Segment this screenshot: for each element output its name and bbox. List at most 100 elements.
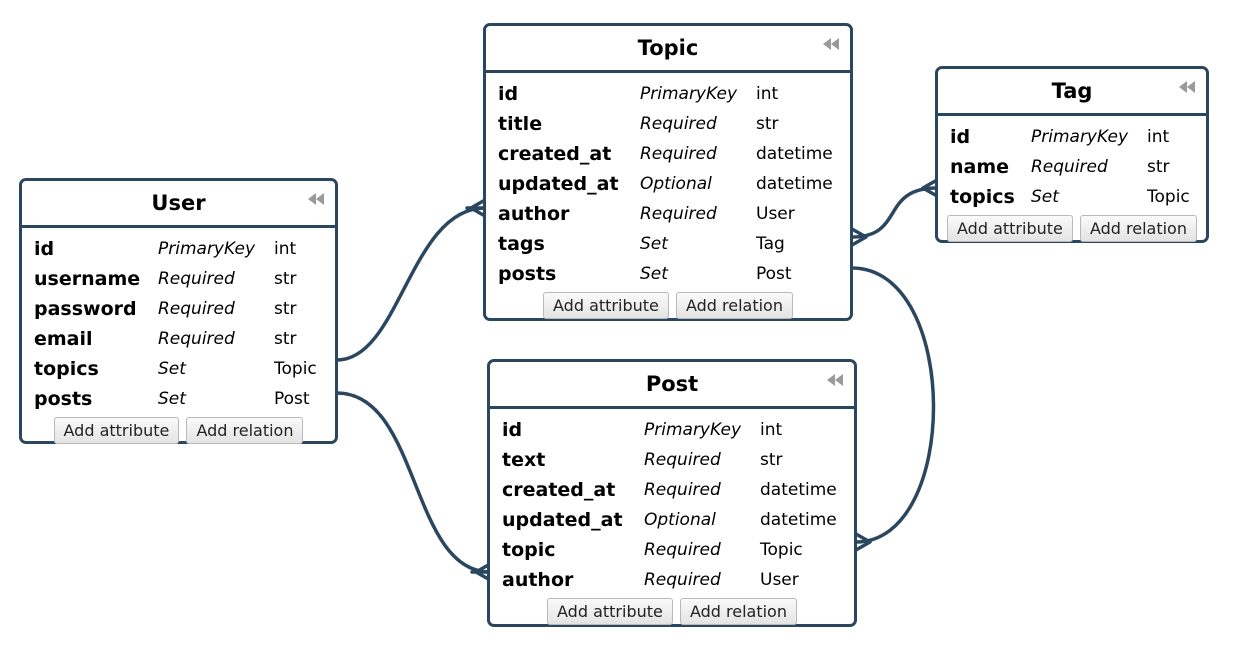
attribute-kind: Set: [158, 359, 186, 379]
attribute-name: email: [34, 328, 93, 350]
attribute-kind: PrimaryKey: [640, 84, 738, 104]
entity-tag[interactable]: Tag id PrimaryKey int name Required str …: [935, 66, 1209, 243]
attribute-name: topics: [950, 186, 1015, 208]
relation-line-topic-posts: [850, 266, 936, 544]
attribute-row[interactable]: tags Set Tag: [498, 229, 838, 259]
attribute-row[interactable]: email Required str: [34, 324, 323, 354]
entity-actions: Add attribute Add relation: [938, 212, 1206, 242]
attribute-row[interactable]: id PrimaryKey int: [34, 234, 323, 264]
attribute-kind: Required: [644, 450, 721, 470]
attribute-kind: PrimaryKey: [1031, 127, 1129, 147]
attribute-kind: PrimaryKey: [644, 420, 742, 440]
attribute-name: title: [498, 113, 543, 135]
attribute-kind: Required: [158, 269, 235, 289]
crows-foot-icon: [850, 227, 868, 247]
attribute-list: id PrimaryKey int text Required str crea…: [490, 409, 854, 595]
entity-post[interactable]: Post id PrimaryKey int text Required str…: [487, 359, 857, 627]
attribute-type: Post: [756, 264, 792, 284]
attribute-name: tags: [498, 233, 545, 255]
add-attribute-button[interactable]: Add attribute: [543, 292, 669, 319]
entity-name: User: [151, 191, 206, 215]
attribute-row[interactable]: posts Set Post: [498, 259, 838, 289]
attribute-name: posts: [34, 388, 93, 410]
attribute-row[interactable]: id PrimaryKey int: [950, 122, 1194, 152]
attribute-type: datetime: [760, 510, 837, 530]
attribute-type: Topic: [1147, 187, 1190, 207]
entity-title: User: [22, 181, 335, 228]
attribute-kind: Optional: [644, 510, 716, 530]
collapse-icon[interactable]: [1178, 77, 1196, 97]
attribute-kind: Required: [644, 480, 721, 500]
attribute-type: Topic: [760, 540, 803, 560]
attribute-kind: Required: [158, 329, 235, 349]
attribute-type: User: [756, 204, 795, 224]
attribute-row[interactable]: name Required str: [950, 152, 1194, 182]
attribute-row[interactable]: updated_at Optional datetime: [498, 169, 838, 199]
collapse-icon[interactable]: [822, 34, 840, 54]
attribute-kind: Required: [158, 299, 235, 319]
attribute-kind: Set: [640, 234, 668, 254]
entity-title: Post: [490, 362, 854, 409]
attribute-type: datetime: [756, 174, 833, 194]
add-relation-button[interactable]: Add relation: [186, 417, 304, 444]
attribute-name: id: [950, 126, 971, 148]
attribute-kind: Set: [158, 389, 186, 409]
attribute-row[interactable]: topics Set Topic: [950, 182, 1194, 212]
attribute-row[interactable]: password Required str: [34, 294, 323, 324]
attribute-row[interactable]: author Required User: [498, 199, 838, 229]
attribute-row[interactable]: id PrimaryKey int: [498, 79, 838, 109]
add-attribute-button[interactable]: Add attribute: [53, 417, 180, 444]
attribute-type: str: [756, 114, 779, 134]
add-relation-button[interactable]: Add relation: [1079, 215, 1197, 242]
attribute-name: id: [502, 419, 523, 441]
attribute-name: username: [34, 268, 141, 290]
attribute-type: str: [274, 269, 297, 289]
attribute-row[interactable]: posts Set Post: [34, 384, 323, 414]
attribute-name: id: [498, 83, 519, 105]
attribute-row[interactable]: created_at Required datetime: [502, 475, 842, 505]
attribute-list: id PrimaryKey int title Required str cre…: [486, 73, 850, 289]
add-relation-button[interactable]: Add relation: [675, 292, 793, 319]
attribute-type: int: [274, 239, 297, 259]
collapse-icon[interactable]: [307, 189, 325, 209]
relation-line-user-posts: [335, 391, 492, 574]
attribute-row[interactable]: text Required str: [502, 445, 842, 475]
entity-title: Tag: [938, 69, 1206, 116]
entity-topic[interactable]: Topic id PrimaryKey int title Required s…: [483, 23, 853, 321]
attribute-row[interactable]: username Required str: [34, 264, 323, 294]
attribute-row[interactable]: updated_at Optional datetime: [502, 505, 842, 535]
entity-actions: Add attribute Add relation: [490, 595, 854, 625]
attribute-row[interactable]: author Required User: [502, 565, 842, 595]
attribute-row[interactable]: title Required str: [498, 109, 838, 139]
attribute-kind: Required: [644, 540, 721, 560]
relation-line-user-topics: [335, 206, 487, 362]
attribute-kind: Required: [640, 144, 717, 164]
entity-actions: Add attribute Add relation: [486, 289, 850, 319]
entity-user[interactable]: User id PrimaryKey int username Required…: [19, 178, 338, 444]
attribute-row[interactable]: topic Required Topic: [502, 535, 842, 565]
attribute-kind: Required: [640, 114, 717, 134]
attribute-row[interactable]: id PrimaryKey int: [502, 415, 842, 445]
attribute-name: id: [34, 238, 55, 260]
attribute-type: str: [1147, 157, 1170, 177]
attribute-type: Topic: [274, 359, 317, 379]
collapse-icon[interactable]: [826, 370, 844, 390]
attribute-type: int: [756, 84, 779, 104]
attribute-type: Tag: [756, 234, 785, 254]
entity-name: Post: [645, 372, 699, 396]
attribute-row[interactable]: created_at Required datetime: [498, 139, 838, 169]
attribute-name: password: [34, 298, 137, 320]
attribute-name: created_at: [498, 143, 612, 165]
attribute-name: created_at: [502, 479, 616, 501]
attribute-list: id PrimaryKey int username Required str …: [22, 228, 335, 414]
attribute-kind: Required: [1031, 157, 1108, 177]
add-attribute-button[interactable]: Add attribute: [947, 215, 1073, 242]
entity-name: Topic: [637, 36, 699, 60]
attribute-row[interactable]: topics Set Topic: [34, 354, 323, 384]
add-relation-button[interactable]: Add relation: [679, 598, 797, 625]
attribute-kind: Required: [644, 570, 721, 590]
add-attribute-button[interactable]: Add attribute: [547, 598, 673, 625]
attribute-name: author: [502, 569, 574, 591]
attribute-kind: Required: [640, 204, 717, 224]
attribute-name: topic: [502, 539, 556, 561]
